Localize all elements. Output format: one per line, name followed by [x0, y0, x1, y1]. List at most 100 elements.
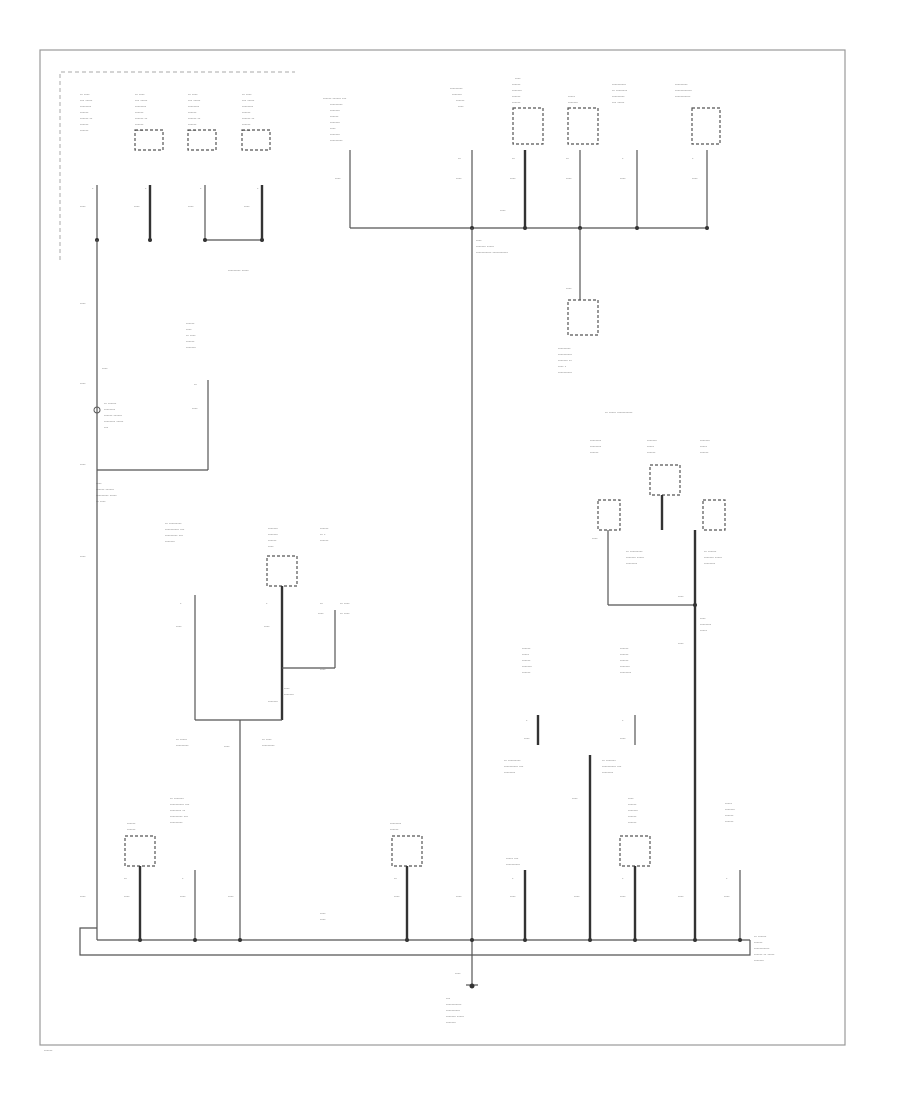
svg-text:----: ----	[186, 327, 192, 332]
svg-text:------ --: ------ --	[242, 116, 255, 121]
component-group-boundary	[59, 71, 295, 260]
svg-text:----: ----	[628, 796, 634, 801]
svg-text:----: ----	[268, 544, 274, 549]
svg-text:-: -	[92, 186, 94, 191]
svg-text:---------: ---------	[675, 82, 688, 87]
svg-text:-----: -----	[522, 652, 530, 657]
svg-text:----: ----	[574, 894, 580, 899]
bus-splice-nodes	[138, 938, 742, 942]
svg-text:-------: -------	[620, 664, 630, 669]
svg-text:-----------: -----------	[754, 946, 770, 951]
svg-text:-- ------: -- ------	[104, 401, 117, 406]
component-box	[124, 835, 156, 867]
svg-text:----: ----	[80, 894, 86, 899]
component-box	[391, 835, 423, 867]
svg-text:-: -	[526, 718, 528, 723]
svg-text:--------: --------	[704, 561, 716, 566]
svg-text:------- -----: ------- -----	[476, 244, 495, 249]
svg-text:-: -	[266, 601, 268, 606]
svg-text:----: ----	[102, 366, 108, 371]
svg-text:----------: ----------	[506, 862, 521, 867]
svg-text:--------: --------	[504, 770, 516, 775]
svg-text:------: ------	[186, 321, 195, 326]
svg-text:----: ----	[80, 204, 86, 209]
svg-text:-----: -----	[700, 628, 708, 633]
component-box	[567, 299, 599, 336]
svg-text:--------- -----: --------- -----	[228, 268, 249, 273]
component-label: -- ------- ----- -------------- ------ -…	[80, 92, 93, 133]
svg-text:-: -	[622, 876, 624, 881]
svg-text:------ ------: ------ ------	[96, 487, 115, 492]
svg-text:-------: -------	[284, 692, 294, 697]
svg-text:-------: -------	[268, 532, 278, 537]
svg-text:----------- -----------: ----------- -----------	[476, 250, 508, 255]
svg-text:-- ----: -- ----	[188, 92, 198, 97]
svg-text:----: ----	[192, 406, 198, 411]
svg-text:------: ------	[512, 94, 521, 99]
svg-text:----: ----	[455, 971, 461, 976]
svg-text:-- -----: -- -----	[176, 737, 188, 742]
svg-text:-------: -------	[700, 438, 710, 443]
svg-text:------: ------	[647, 450, 656, 455]
svg-text:-------: -------	[268, 699, 278, 704]
svg-text:----: ----	[456, 894, 462, 899]
top-left-components: -- ------- ----- -------------- ------ -…	[80, 92, 271, 273]
bottom-components: ------------ -- ----------------- --- --…	[80, 796, 741, 940]
svg-text:----: ----	[80, 301, 86, 306]
svg-text:-----: -----	[700, 444, 708, 449]
svg-text:------- --: ------- --	[558, 358, 572, 363]
svg-text:---------: ---------	[450, 86, 463, 91]
component-label: -- ------- ----- -------------- ------ -…	[135, 92, 148, 133]
svg-text:----: ----	[566, 176, 572, 181]
svg-text:------: ------	[590, 450, 599, 455]
svg-text:--------: --------	[620, 670, 632, 675]
svg-text:------: ------	[512, 100, 521, 105]
svg-text:----: ----	[510, 176, 516, 181]
svg-text:-------: -------	[725, 807, 735, 812]
svg-text:----: ----	[456, 176, 462, 181]
svg-text:----: ----	[188, 204, 194, 209]
svg-text:-- ----: -- ----	[96, 499, 106, 504]
svg-text:--------: --------	[242, 104, 254, 109]
svg-text:----: ----	[176, 624, 182, 629]
svg-text:------: ------	[80, 122, 89, 127]
svg-text:------ --: ------ --	[80, 116, 93, 121]
svg-text:------: ------	[188, 122, 197, 127]
svg-text:----: ----	[524, 736, 530, 741]
svg-text:--------: --------	[80, 104, 92, 109]
svg-text:--------- ---: --------- ---	[170, 814, 189, 819]
svg-text:-------: -------	[165, 539, 175, 544]
svg-text:------: ------	[725, 813, 734, 818]
svg-text:------: ------	[320, 538, 329, 543]
svg-text:----: ----	[700, 616, 706, 621]
svg-text:-: -	[622, 718, 624, 723]
svg-text:-------: -------	[568, 100, 578, 105]
svg-text:------: ------	[242, 128, 251, 133]
component-box	[134, 129, 164, 151]
svg-text:-- ----: -- ----	[186, 333, 196, 338]
svg-text:----: ----	[592, 536, 598, 541]
svg-text:------ ------: ------ ------	[104, 413, 123, 418]
svg-text:--: --	[566, 156, 569, 161]
svg-text:----: ----	[320, 667, 326, 672]
svg-text:----: ----	[394, 894, 400, 899]
svg-text:-- ----: -- ----	[135, 92, 145, 97]
svg-text:----: ----	[566, 286, 572, 291]
svg-text:-- -: -- -	[320, 532, 326, 537]
svg-text:--------- -----: --------- -----	[96, 493, 117, 498]
svg-text:-------: -------	[330, 120, 340, 125]
svg-text:---------: ---------	[612, 94, 625, 99]
svg-text:------: ------	[725, 819, 734, 824]
svg-text:---------- ---: ---------- ---	[602, 764, 622, 769]
svg-text:-- ----: -- ----	[80, 92, 90, 97]
svg-text:-- ----: -- ----	[340, 601, 350, 606]
component-box	[702, 499, 726, 531]
svg-text:------: ------	[135, 110, 144, 115]
svg-text:------: ------	[127, 821, 136, 826]
component-box	[241, 129, 271, 151]
svg-text:----: ----	[692, 176, 698, 181]
svg-text:-- ---------: -- ---------	[504, 758, 521, 763]
svg-text:--: --	[394, 876, 397, 881]
svg-text:---------: ---------	[170, 820, 183, 825]
svg-text:------: ------	[242, 122, 251, 127]
